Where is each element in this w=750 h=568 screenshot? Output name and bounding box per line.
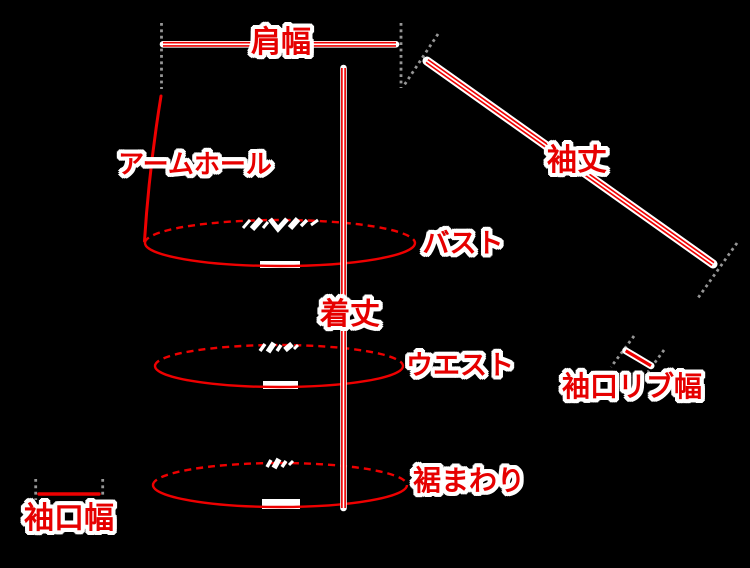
hem-front-seam-highlight [262,499,300,509]
label-cuff-rib-width: 袖口リブ幅 [561,370,703,403]
bust-front-seam-highlight [260,261,300,268]
sleeve-cuff-guide-tick [696,242,739,299]
sleeve-length-line [422,56,718,269]
hem-stitch-highlight [265,457,295,470]
sleeve-top-guide-tick [401,33,440,88]
armhole-line [143,94,163,243]
waist-front-seam-highlight [263,381,298,389]
waist-ellipse-back-dashed [153,343,405,367]
label-sleeve-length: 袖丈 [547,143,607,178]
label-cuff-width: 袖口幅 [24,501,114,536]
waist-ellipse [153,341,405,389]
cuff-rib-guide-tick-lower [646,349,666,373]
hem-ellipse-back-dashed [151,461,409,486]
cuff-rib-width-line [622,347,655,370]
bust-ellipse-front-solid [143,242,417,268]
label-shoulder-width: 肩幅 [251,25,311,60]
neck-rib-highlight [241,216,319,233]
hem-ellipse [151,457,409,509]
bust-ellipse [143,216,417,268]
label-bust: バスト [422,228,504,260]
hem-ellipse-front-solid [151,484,409,509]
waist-ellipse-front-solid [153,365,405,389]
label-armhole: アームホール [118,150,272,180]
waist-stitch-highlight [258,341,300,354]
label-waist: ウエスト [406,350,514,382]
label-body-length: 着丈 [320,297,380,332]
label-hem-circumference: 裾まわり [412,464,526,497]
